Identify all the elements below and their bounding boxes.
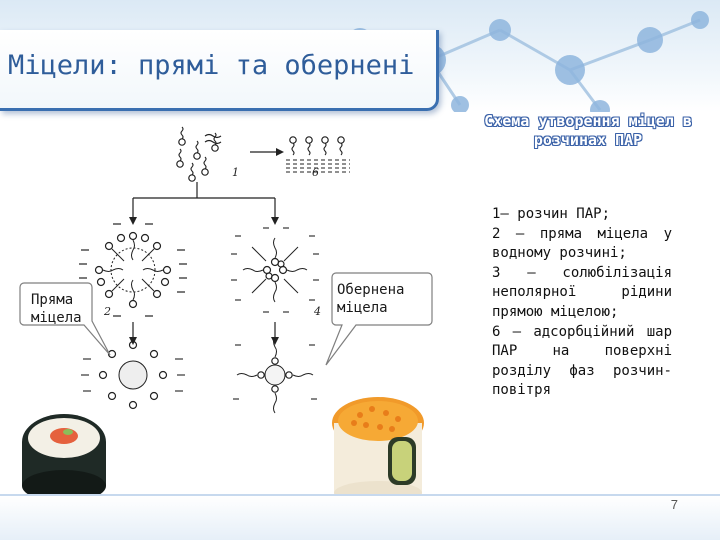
solubilized-micelle-icon [81, 340, 185, 410]
callout-reverse-micelle: Обернена міцела [337, 281, 404, 317]
legend-item: 1– розчин ПАР; [492, 206, 611, 222]
callout-reverse-bubble [325, 272, 433, 366]
legend-item: 3 – солюбілізація неполярної рідини прям… [492, 264, 672, 320]
callout-direct-line: міцела [31, 310, 82, 326]
label-6: 6 [312, 166, 319, 179]
scheme-title: Схема утворення міцел в розчинах ПАР [484, 112, 692, 149]
arrow-head [276, 148, 284, 156]
reverse-micelle-icon [231, 227, 319, 313]
solubilized-reverse-micelle-icon [233, 336, 317, 414]
label-4: 4 [313, 305, 321, 318]
callout-direct-bubble [19, 282, 111, 356]
legend-item: 6 – адсорбційний шар ПАР на поверхні роз… [492, 323, 672, 399]
callout-direct-line: Пряма [31, 292, 74, 308]
scheme-legend: 1– розчин ПАР; 2 – пряма міцела у водном… [492, 205, 672, 401]
inside-out-roll-icon [332, 397, 424, 505]
micelle-formation-diagram: 1 6 2 [14, 126, 433, 505]
callout-reverse-line: Обернена [337, 282, 405, 298]
footer-divider [0, 494, 720, 496]
callout-reverse-line: міцела [337, 300, 388, 316]
adsorption-layer-icon [286, 136, 350, 173]
sushi-roll-icon [14, 400, 114, 502]
surfactant-solution-icon [176, 126, 222, 182]
legend-item: 2 – пряма міцела у водному розчині; [492, 225, 672, 262]
footer-band [0, 496, 720, 540]
direct-micelle-icon [79, 223, 187, 317]
label-1: 1 [232, 166, 239, 179]
slide-title: Міцели: прямі та обернені [8, 50, 415, 81]
page-number: 7 [670, 497, 678, 512]
callout-direct-micelle: Пряма міцела [31, 291, 82, 327]
label-2: 2 [103, 305, 111, 318]
title-box [0, 30, 439, 111]
